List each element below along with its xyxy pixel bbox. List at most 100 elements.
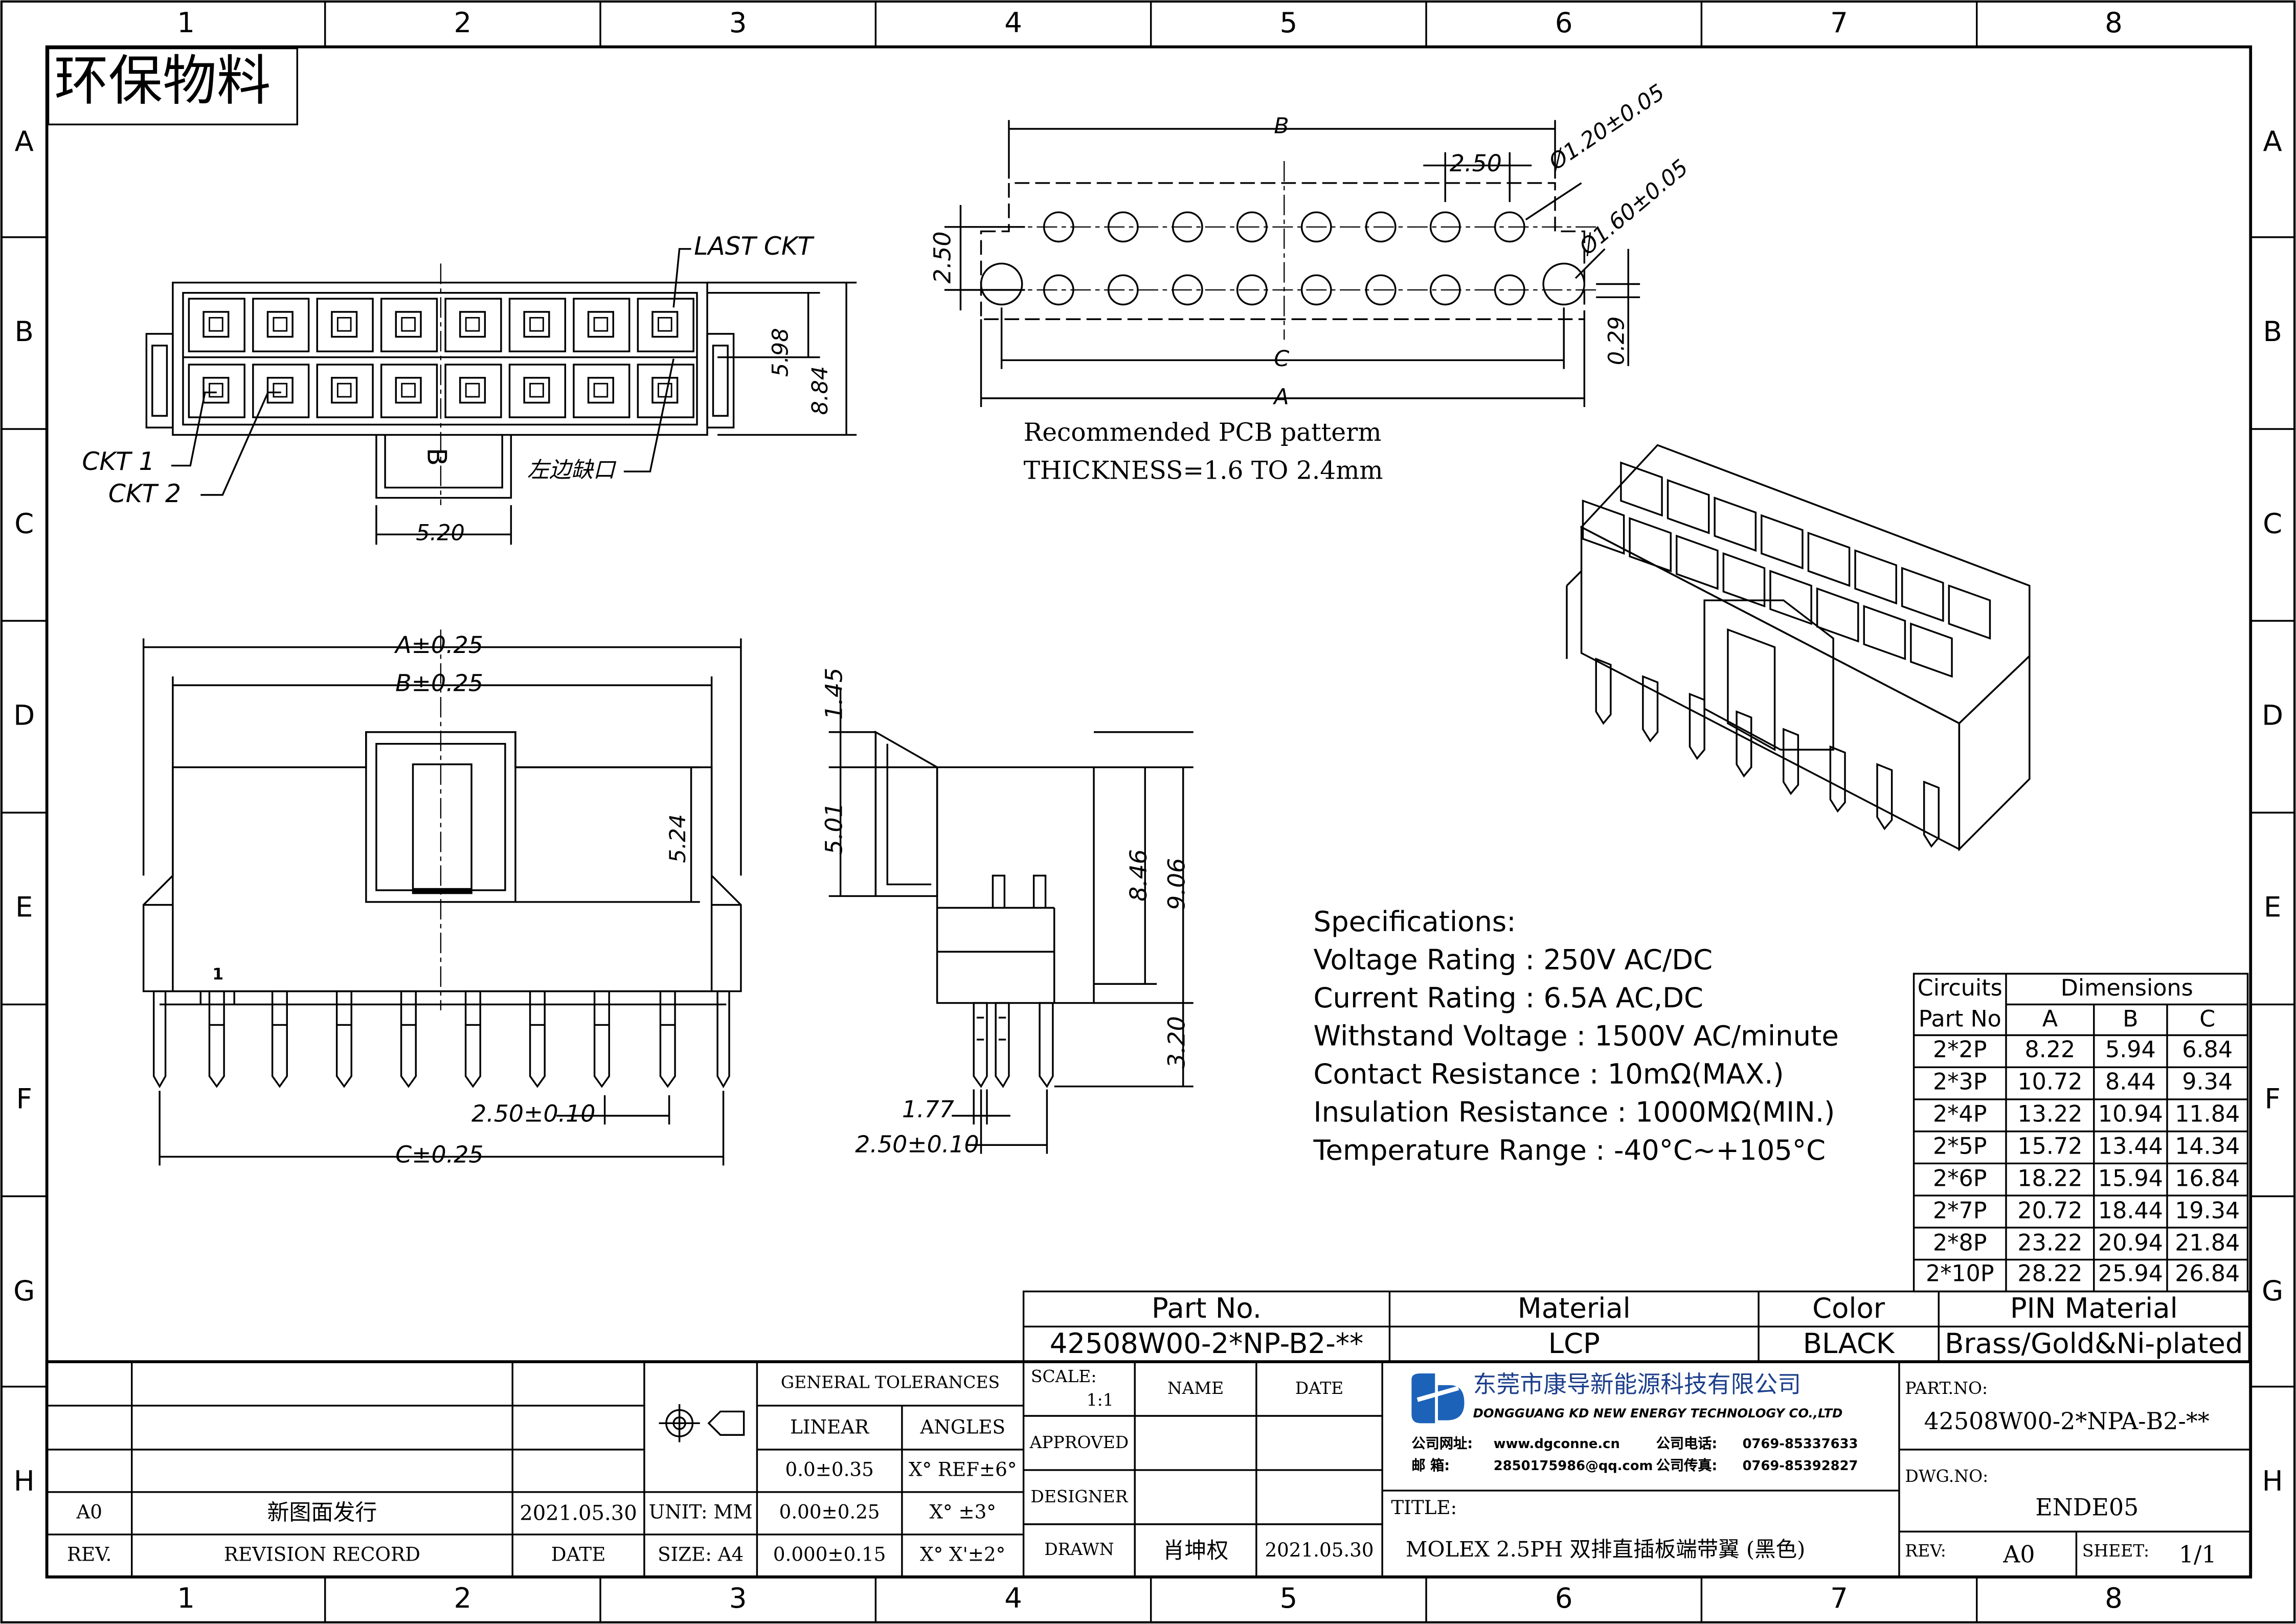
- side-dim-1-77: 1.77: [902, 1095, 954, 1123]
- tolerance-linear: 0.0±0.35: [785, 1459, 874, 1482]
- table-cell: 13.22: [2017, 1101, 2083, 1127]
- table-cell: 18.44: [2098, 1197, 2163, 1224]
- table-cell: 21.84: [2175, 1229, 2240, 1256]
- table-row-part: 2*8P: [1933, 1229, 1987, 1256]
- general-tolerances: GENERAL TOLERANCES: [780, 1372, 1000, 1393]
- row-label-left: B: [14, 316, 34, 349]
- row-label-right: B: [2263, 316, 2282, 349]
- col-label-top: 6: [1555, 7, 1573, 40]
- pcb-note-2: THICKNESS=1.6 TO 2.4mm: [1023, 457, 1383, 486]
- scale-value: 1:1: [1086, 1389, 1114, 1410]
- row-label-right: C: [2263, 508, 2283, 540]
- side-dim-3-20: 3.20: [1162, 1016, 1191, 1069]
- tolerance-linear: 0.000±0.15: [773, 1544, 886, 1567]
- website-label: 公司网址:: [1411, 1436, 1473, 1453]
- rev-record: 新图面发行: [267, 1499, 377, 1526]
- mail-label: 邮 箱:: [1411, 1458, 1450, 1475]
- row-label-right: D: [2262, 700, 2284, 732]
- table-row-part: 2*2P: [1933, 1036, 1987, 1064]
- last-ckt-label: LAST CKT: [694, 233, 813, 262]
- company-logo: [1405, 1370, 1465, 1427]
- row-label-left: A: [14, 125, 34, 157]
- table-cell: 10.72: [2017, 1069, 2083, 1096]
- row-label-right: A: [2263, 125, 2282, 157]
- front-dim-a: A±0.25: [395, 631, 483, 659]
- scale-label: SCALE:: [1030, 1366, 1097, 1387]
- key-letter: B: [420, 447, 452, 466]
- col-label-bottom: 1: [177, 1583, 195, 1615]
- table-row-part: 2*5P: [1933, 1133, 1987, 1160]
- table-header-part-no: Part No: [1918, 1005, 2001, 1032]
- dim-table-linework: [1912, 973, 2249, 1293]
- col-label-top: 5: [1279, 7, 1298, 40]
- sheet-value: 1/1: [2178, 1540, 2217, 1568]
- row-label-right: F: [2264, 1083, 2281, 1116]
- rev-date: 2021.05.30: [520, 1501, 637, 1525]
- pcb-dim-a: A: [1274, 384, 1289, 410]
- color-header: Color: [1812, 1292, 1885, 1325]
- row-label-left: H: [13, 1464, 35, 1497]
- title-label: TITLE:: [1391, 1498, 1457, 1520]
- size-label: SIZE: A4: [658, 1544, 744, 1567]
- table-header-a: A: [2042, 1005, 2058, 1032]
- col-label-top: 1: [177, 7, 195, 40]
- dim-5-20: 5.20: [416, 520, 465, 547]
- side-dim-1-45: 1.45: [820, 667, 848, 720]
- row-label-right: H: [2262, 1464, 2283, 1497]
- col-label-bottom: 8: [2105, 1583, 2123, 1615]
- rev-value: A0: [76, 1502, 102, 1524]
- row-label-left: C: [14, 508, 34, 540]
- side-view-linework: [828, 688, 1194, 1154]
- table-cell: 6.84: [2182, 1036, 2233, 1064]
- spec-line: Insulation Resistance : 1000MΩ(MIN.): [1313, 1096, 1835, 1129]
- part-no-value: 42508W00-2*NPA-B2-**: [1924, 1407, 2210, 1435]
- notch-label: 左边缺口: [527, 457, 615, 483]
- table-row-part: 2*10P: [1925, 1261, 1994, 1288]
- name-header: NAME: [1167, 1377, 1224, 1398]
- pcb-dim-b: B: [1274, 112, 1289, 140]
- front-dim-c: C±0.25: [395, 1140, 484, 1169]
- table-cell: 14.34: [2175, 1133, 2240, 1160]
- date-header-2: DATE: [1295, 1377, 1344, 1398]
- eco-stamp: 环保物料: [54, 50, 271, 113]
- company-name-en: DONGGUANG KD NEW ENERGY TECHNOLOGY CO.,L…: [1473, 1407, 1843, 1422]
- tolerance-linear: 0.00±0.25: [779, 1502, 880, 1524]
- unit-label: UNIT: MM: [648, 1502, 753, 1524]
- pin1-mark: 1: [212, 965, 224, 984]
- col-label-bottom: 5: [1279, 1583, 1298, 1615]
- spec-line: Withstand Voltage : 1500V AC/minute: [1313, 1020, 1839, 1053]
- part-no-label: PART.NO:: [1905, 1378, 1988, 1399]
- fax: 0769-85392827: [1742, 1459, 1858, 1475]
- spec-line: Voltage Rating : 250V AC/DC: [1313, 944, 1713, 977]
- table-row-part: 2*6P: [1933, 1165, 1987, 1192]
- pcb-pattern-linework: [944, 120, 1640, 408]
- pcb-pitch: 2.50: [1449, 149, 1502, 177]
- col-label-top: 7: [1830, 7, 1848, 40]
- row-label-right: G: [2262, 1274, 2284, 1307]
- drawn-label: DRAWN: [1044, 1539, 1114, 1560]
- website: www.dgconne.cn: [1493, 1437, 1620, 1453]
- table-cell: 18.22: [2017, 1165, 2083, 1192]
- part-header: Part No.: [1152, 1292, 1262, 1325]
- drawing-title: MOLEX 2.5PH 双排直插板端带翼 (黑色): [1405, 1539, 1806, 1563]
- dwg-no-value: ENDE05: [2035, 1493, 2139, 1522]
- row-label-left: E: [15, 891, 33, 924]
- sheet-label: SHEET:: [2082, 1540, 2150, 1561]
- mail: 2850175986@qq.com: [1493, 1459, 1653, 1475]
- spec-heading: Specifications:: [1313, 906, 1516, 939]
- table-cell: 8.44: [2105, 1069, 2156, 1096]
- table-cell: 13.44: [2098, 1133, 2163, 1160]
- col-label-top: 3: [729, 7, 747, 40]
- table-cell: 9.34: [2182, 1069, 2233, 1096]
- pcb-offset: 0.29: [1603, 316, 1630, 366]
- part-value: 42508W00-2*NP-B2-**: [1049, 1327, 1364, 1360]
- row-label-left: D: [13, 700, 35, 732]
- table-row-part: 2*3P: [1933, 1069, 1987, 1096]
- spec-line: Contact Resistance : 10mΩ(MAX.): [1313, 1058, 1784, 1091]
- dim-8-84: 8.84: [806, 366, 834, 415]
- tolerance-angle: X° X'±2°: [920, 1544, 1006, 1567]
- ckt1-label: CKT 1: [82, 448, 155, 478]
- col-label-bottom: 3: [729, 1583, 747, 1615]
